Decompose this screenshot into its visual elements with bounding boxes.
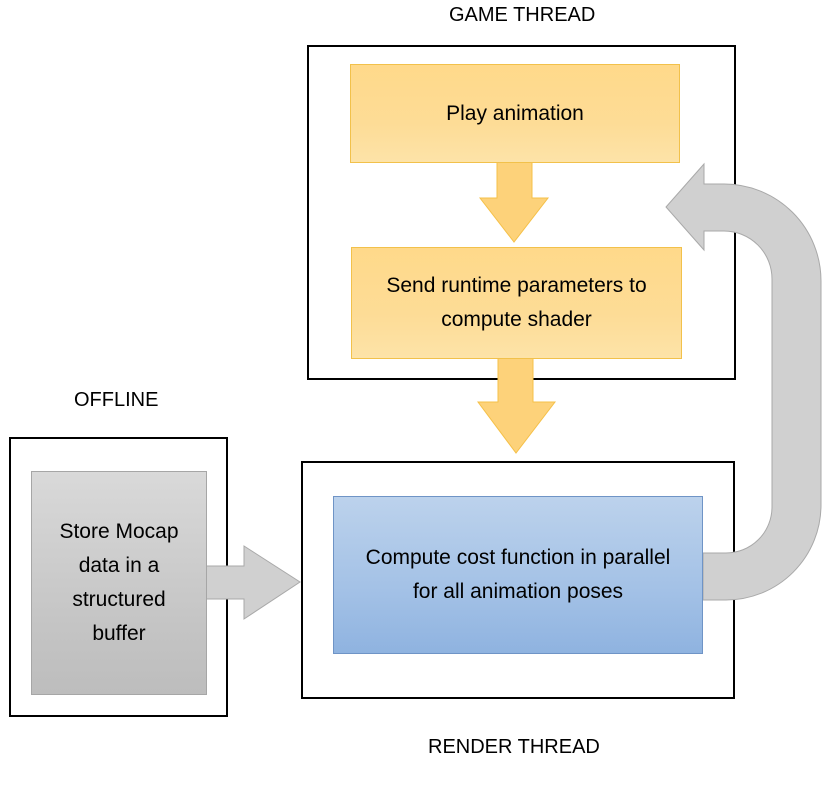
arrow-feedback-loop — [665, 162, 822, 601]
arrow-send-to-compute — [477, 357, 557, 454]
send-params-line-1: Send runtime parameters to — [386, 274, 647, 297]
send-runtime-parameters-box: Send runtime parameters to compute shade… — [351, 247, 682, 359]
render-thread-label: RENDER THREAD — [428, 736, 600, 758]
send-params-line-2: compute shader — [441, 308, 592, 331]
play-animation-box: Play animation — [350, 64, 680, 163]
compute-line-2: for all animation poses — [412, 580, 624, 603]
arrow-store-to-compute — [205, 545, 301, 620]
store-line-3: structured — [72, 588, 166, 611]
play-animation-text: Play animation — [446, 101, 584, 125]
game-thread-label: GAME THREAD — [449, 4, 596, 26]
store-line-2: data in a — [78, 554, 160, 577]
store-line-1: Store Mocap — [59, 520, 179, 543]
store-mocap-box: Store Mocap data in a structured buffer — [31, 471, 207, 695]
offline-label: OFFLINE — [74, 389, 159, 411]
store-line-4: buffer — [92, 622, 146, 645]
compute-cost-function-box: Compute cost function in parallel for al… — [333, 496, 703, 654]
arrow-play-to-send — [478, 161, 550, 243]
compute-line-1: Compute cost function in parallel — [365, 546, 671, 569]
